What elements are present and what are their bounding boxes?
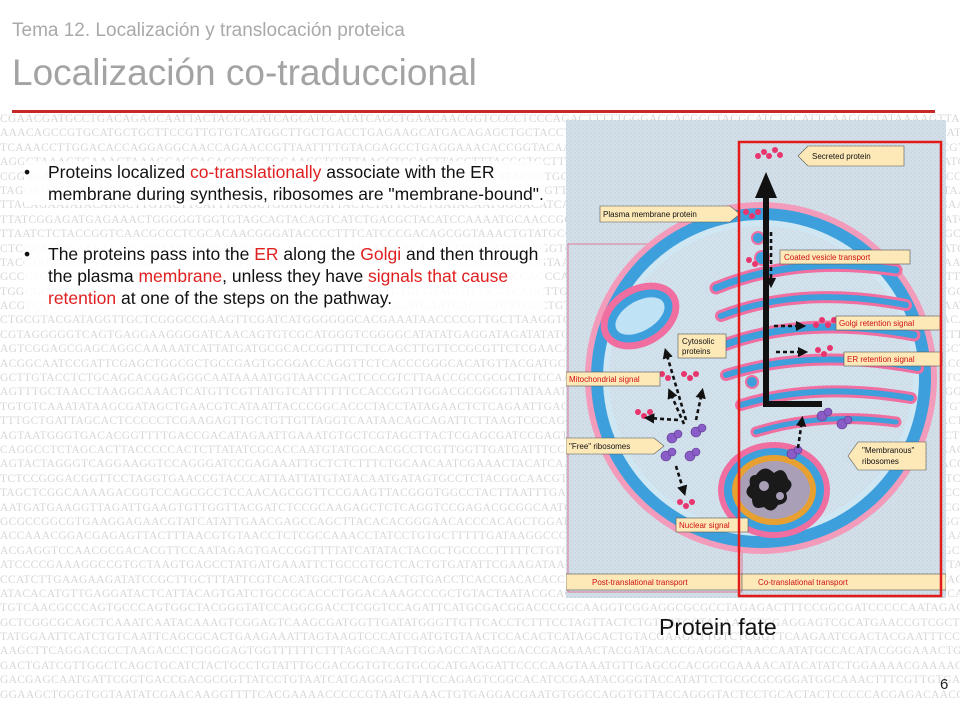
bullet-item: • Proteins localized co-translationally …	[24, 161, 544, 205]
svg-text:Coated vesicle transport: Coated vesicle transport	[784, 253, 871, 262]
co-translational-highlight	[737, 140, 943, 598]
nuclear-signal-label: Nuclear signal	[675, 517, 749, 533]
dna-row: TGTCAACGCCCAGTGCCCAGTGGCTACGGGTATCCAGGCG…	[0, 602, 960, 615]
free-ribosomes-label: "Free" ribosomes	[566, 437, 665, 455]
protein-clusters	[635, 147, 837, 509]
svg-text:ribosomes: ribosomes	[862, 457, 899, 466]
svg-text:"Membranous": "Membranous"	[862, 446, 915, 455]
protein-fate-diagram: Secreted protein Plasma membrane protein…	[566, 120, 946, 598]
figure-caption: Protein fate	[659, 614, 777, 640]
nucleus	[718, 442, 830, 538]
mitochondrion	[600, 282, 680, 350]
dna-row: GACTGATCGTTGGCTCAGCTGCATCTACTGCCTGTATTTG…	[0, 659, 960, 672]
svg-text:Post-translational transport: Post-translational transport	[592, 578, 688, 587]
secreted-protein-label: Secreted protein	[797, 145, 905, 167]
bullet-list: • Proteins localized co-translationally …	[24, 161, 544, 347]
bullet-text: along the	[278, 244, 361, 264]
golgi-er-stacks	[709, 258, 924, 438]
slide-title: Localización co-traduccional	[12, 52, 477, 93]
svg-text:Secreted protein: Secreted protein	[812, 152, 871, 161]
cytosolic-proteins-label: Cytosolic proteins	[677, 333, 727, 359]
bullet-highlight: Golgi	[360, 244, 402, 264]
svg-text:Mitochondrial signal: Mitochondrial signal	[569, 375, 640, 384]
bullet-text: and then through the plasma	[48, 244, 539, 286]
page-number: 6	[940, 676, 949, 693]
bullet-highlight: membrane	[138, 266, 223, 286]
er-retention-label: ER retention signal	[843, 351, 943, 367]
svg-text:Golgi retention signal: Golgi retention signal	[839, 319, 914, 328]
bullet-highlight: signals that cause retention	[48, 266, 509, 308]
svg-text:Plasma membrane protein: Plasma membrane protein	[603, 210, 697, 219]
diagram-labels: Secreted protein Plasma membrane protein…	[566, 145, 946, 591]
ribosomes	[660, 407, 853, 462]
svg-text:proteins: proteins	[682, 347, 710, 356]
title-divider	[12, 110, 935, 113]
svg-text:Co-translational transport: Co-translational transport	[758, 578, 849, 587]
slide-subtitle: Tema 12. Localización y translocación pr…	[12, 20, 405, 41]
bullet-highlight: co-translationally	[190, 162, 322, 182]
transport-arrows	[643, 232, 809, 496]
bullet-marker: •	[24, 162, 31, 182]
plasma-membrane-protein-label: Plasma membrane protein	[599, 205, 741, 223]
bullet-text: The proteins pass into the	[48, 244, 255, 264]
co-translational-label: Co-translational transport	[741, 573, 946, 591]
bullet-text: associate with the ER membrane during sy…	[48, 162, 544, 204]
coated-vesicle-label: Coated vesicle transport	[779, 249, 911, 265]
secretory-pathway-arrow	[755, 172, 822, 407]
bullet-text: , unless they have	[222, 266, 369, 286]
bullet-text: Proteins localized	[48, 162, 191, 182]
bullet-marker: •	[24, 244, 31, 264]
svg-text:Cytosolic: Cytosolic	[682, 337, 714, 346]
dna-row: TATGGAATTCATCTGTCAATTCAGCGCACTGAAGAAATTA…	[0, 631, 960, 644]
dna-row: GCTCGGCGCAGCTCAAATCAATACAAAGTCGGAGTCAAGC…	[0, 616, 960, 629]
dna-row: GGAAGCTGGGTGGTAATATCGAACAAGGTTTTCACGAAAA…	[0, 688, 960, 701]
mitochondrial-signal-label: Mitochondrial signal	[566, 371, 661, 387]
golgi-retention-label: Golgi retention signal	[835, 315, 941, 331]
dna-row: GACGAGCAATGATTCGGTGACCGACGCGGTTATCCTGTAA…	[0, 674, 960, 687]
svg-text:ER retention signal: ER retention signal	[847, 355, 915, 364]
bullet-highlight: ER	[254, 244, 279, 264]
svg-text:"Free" ribosomes: "Free" ribosomes	[569, 442, 630, 451]
post-translational-label: Post-translational transport	[566, 573, 743, 591]
bullet-text: at one of the steps on the pathway.	[116, 288, 393, 308]
svg-text:Nuclear signal: Nuclear signal	[679, 521, 730, 530]
bullet-item: • The proteins pass into the ER along th…	[24, 243, 544, 309]
membranous-ribosomes-label: "Membranous" ribosomes	[847, 441, 927, 471]
dna-row: AAGCTTCAGGACGCCTAAGACCCTGGGGAGTGGTTTTTTC…	[0, 645, 960, 658]
